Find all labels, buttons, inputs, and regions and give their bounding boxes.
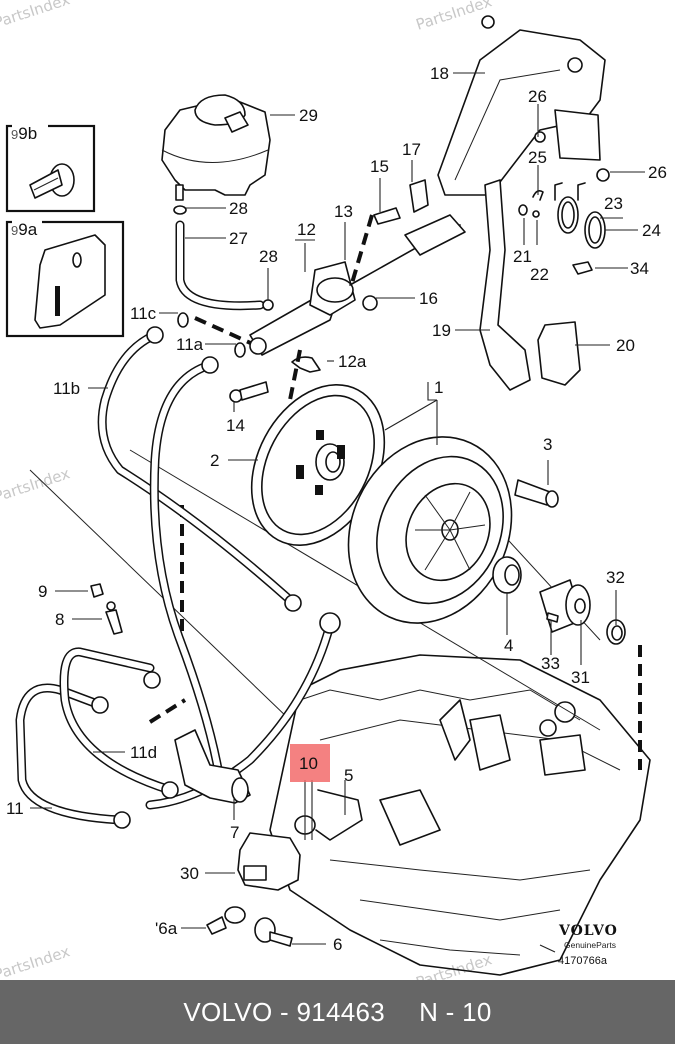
callout-6a-prefix: ' — [155, 919, 158, 938]
callout-11d[interactable]: 11d — [130, 743, 157, 762]
master-cylinder — [249, 179, 466, 356]
callout-22[interactable]: 22 — [530, 265, 549, 284]
bleeder-parts — [90, 583, 123, 635]
callout-2[interactable]: 2 — [210, 451, 219, 470]
cover-30 — [237, 832, 301, 891]
inset-9b — [5, 120, 96, 213]
callout-17[interactable]: 17 — [402, 140, 421, 159]
footer-position-label: N — [419, 996, 439, 1027]
diagram-id: 4170766a — [558, 955, 608, 967]
callout-20[interactable]: 20 — [616, 336, 635, 355]
callout-10[interactable]: 10 — [299, 754, 318, 773]
callout-18[interactable]: 18 — [430, 64, 449, 83]
watermark: PartsIndex — [414, 0, 495, 34]
footer-part-number: 914463 — [296, 996, 386, 1027]
callout-9a-prefix: 9 — [11, 223, 18, 238]
callout-16[interactable]: 16 — [419, 289, 438, 308]
watermark: PartsIndex — [0, 942, 72, 980]
callout-labels: 18 26 25 26 23 24 21 22 34 29 28 27 28 1… — [6, 64, 667, 954]
callout-30[interactable]: 30 — [180, 864, 199, 883]
callout-23[interactable]: 23 — [604, 194, 623, 213]
callout-24[interactable]: 24 — [642, 221, 661, 240]
callout-28[interactable]: 28 — [229, 199, 248, 218]
watermark: PartsIndex — [0, 0, 72, 32]
callout-6a[interactable]: '6a — [155, 919, 178, 938]
clip-6a — [206, 906, 246, 935]
brand-block: VOLVO GenuineParts 4170766a — [558, 923, 618, 967]
footer-position-separator: - — [438, 996, 463, 1027]
callout-9a-text: 9a — [18, 220, 37, 239]
highlight-position-10[interactable] — [290, 744, 330, 782]
callout-11[interactable]: 11 — [6, 799, 24, 818]
callout-21[interactable]: 21 — [513, 247, 532, 266]
sensor-6 — [254, 917, 293, 947]
callout-14[interactable]: 14 — [226, 416, 245, 435]
pipe-nuts — [91, 312, 341, 829]
clutch-parts-diagram: PartsIndex PartsIndex PartsIndex PartsIn… — [0, 0, 667, 980]
callout-11a[interactable]: 11a — [176, 335, 204, 354]
footer-brand: VOLVO — [183, 996, 273, 1027]
callout-3[interactable]: 3 — [543, 435, 552, 454]
callout-12[interactable]: 12 — [297, 220, 316, 239]
footer-separator: - — [272, 996, 297, 1027]
callout-9a[interactable]: 99a — [11, 220, 38, 239]
callout-4[interactable]: 4 — [504, 636, 513, 655]
callout-9b-prefix: 9 — [11, 127, 18, 142]
callout-11c[interactable]: 11c — [130, 304, 157, 323]
transmission-housing — [269, 654, 651, 976]
genuine-parts-label: GenuineParts — [564, 940, 616, 950]
callout-25[interactable]: 25 — [528, 148, 547, 167]
hydraulic-lines — [15, 220, 335, 825]
bolt-3 — [514, 479, 559, 508]
callout-33[interactable]: 33 — [541, 654, 560, 673]
callout-5[interactable]: 5 — [344, 766, 353, 785]
callout-19[interactable]: 19 — [432, 321, 451, 340]
clutch-disc — [250, 384, 386, 546]
callout-9b[interactable]: 99b — [11, 124, 37, 143]
dashed-assembly-lines — [148, 214, 642, 770]
callout-31[interactable]: 31 — [571, 668, 590, 687]
callout-12a[interactable]: 12a — [338, 352, 367, 371]
inset-9a — [5, 216, 125, 338]
callout-32[interactable]: 32 — [606, 568, 625, 587]
callout-9[interactable]: 9 — [38, 582, 47, 601]
pedal — [479, 179, 581, 391]
release-bearing — [492, 556, 522, 594]
callout-11b[interactable]: 11b — [53, 379, 80, 398]
callout-1[interactable]: 1 — [434, 378, 443, 397]
pedal-bracket — [437, 15, 606, 196]
pressure-plate — [347, 436, 513, 624]
footer-position-number: 10 — [462, 996, 492, 1027]
volvo-logo: VOLVO — [558, 923, 618, 939]
callout-8[interactable]: 8 — [55, 610, 64, 629]
reservoir — [161, 94, 271, 215]
bolt-14 — [229, 381, 269, 403]
slave-cylinder-7 — [174, 729, 251, 804]
callout-6[interactable]: 6 — [333, 935, 342, 954]
callout-6a-text: 6a — [158, 919, 177, 938]
callout-9b-text: 9b — [18, 124, 37, 143]
callout-34[interactable]: 34 — [630, 259, 649, 278]
callout-28[interactable]: 28 — [259, 247, 278, 266]
callout-15[interactable]: 15 — [370, 157, 389, 176]
callout-27[interactable]: 27 — [229, 229, 248, 248]
callout-13[interactable]: 13 — [334, 202, 353, 221]
callout-26[interactable]: 26 — [648, 163, 667, 182]
part-footer-bar: VOLVO - 914463 N - 10 — [0, 980, 675, 1044]
slave-cylinder-31 — [539, 579, 626, 645]
callout-26[interactable]: 26 — [528, 87, 547, 106]
callout-29[interactable]: 29 — [299, 106, 318, 125]
leader-lines — [30, 72, 645, 953]
gasket-12a — [291, 356, 321, 373]
callout-7[interactable]: 7 — [230, 823, 239, 842]
